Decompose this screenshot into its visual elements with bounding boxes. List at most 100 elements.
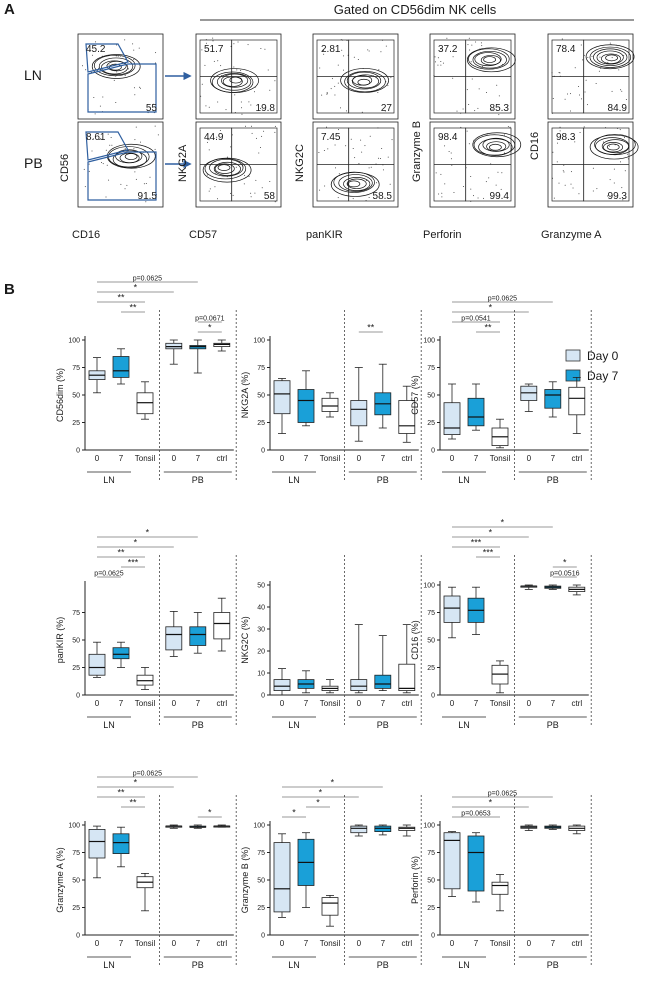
contour-line (472, 50, 507, 69)
event-dot (581, 98, 583, 100)
event-dot (109, 144, 111, 146)
box-iqr (350, 825, 368, 834)
event-dot (564, 98, 566, 100)
x-tick-label: 0 (527, 699, 532, 708)
event-dot (133, 148, 135, 150)
contour-line (93, 54, 136, 77)
event-dot (124, 188, 126, 190)
x-tick-label: 7 (381, 454, 386, 463)
box-0 (165, 824, 183, 829)
event-dot (98, 67, 100, 69)
event-dot (440, 173, 442, 175)
quadrant-value-upper: 8.61 (86, 132, 106, 143)
box-7 (467, 586, 485, 635)
event-dot (452, 77, 454, 79)
event-dot (501, 64, 503, 66)
event-dot (625, 98, 627, 100)
significance-label: * (292, 808, 296, 818)
y-axis-label: CD16 (%) (410, 620, 420, 660)
quadrant-value-lower: 84.9 (608, 103, 628, 114)
event-dot (552, 151, 554, 153)
contour-line (472, 132, 522, 158)
group-label-pb: PB (192, 475, 204, 485)
event-dot (274, 201, 276, 203)
box-7 (544, 824, 562, 830)
event-dot (226, 156, 228, 158)
y-tick-label: 0 (431, 693, 435, 700)
event-dot (319, 67, 321, 69)
event-dot (334, 85, 336, 87)
y-tick-label: 0 (431, 448, 435, 455)
box-iqr (443, 595, 461, 623)
y-tick-label: 50 (72, 638, 80, 645)
event-dot (572, 187, 574, 189)
event-dot (467, 44, 469, 46)
y-axis-label: Granzyme A (%) (55, 847, 65, 913)
box-ctrl (398, 624, 416, 694)
y-tick-label: 100 (423, 338, 435, 345)
x-tick-label: 7 (474, 939, 479, 948)
event-dot (453, 192, 455, 194)
event-dot (134, 171, 136, 173)
event-dot (613, 182, 615, 184)
box-iqr (112, 647, 130, 660)
event-dot (326, 126, 328, 128)
event-dot (451, 164, 453, 166)
event-dot (326, 92, 328, 94)
event-dot (250, 196, 252, 198)
event-dot (241, 113, 243, 115)
event-dot (579, 94, 581, 96)
event-dot (225, 109, 227, 111)
box-tonsil (491, 660, 509, 694)
event-dot (324, 185, 326, 187)
x-tick-label: ctrl (401, 939, 412, 948)
contour-line (351, 74, 380, 89)
event-dot (335, 167, 337, 169)
event-dot (220, 65, 222, 67)
significance-label: * (319, 788, 323, 798)
x-tick-label: ctrl (401, 454, 412, 463)
quadrant-value-lower: 91.5 (138, 191, 158, 202)
x-tick-label: Tonsil (490, 699, 511, 708)
event-dot (92, 138, 94, 140)
event-dot (585, 79, 587, 81)
box-ctrl (568, 824, 586, 835)
event-dot (498, 114, 500, 116)
box-iqr (443, 402, 461, 436)
event-dot (558, 71, 560, 73)
x-tick-label: 0 (172, 699, 177, 708)
x-tick-label: ctrl (216, 699, 227, 708)
event-dot (381, 148, 383, 150)
event-dot (323, 53, 325, 55)
event-dot (145, 183, 147, 185)
y-tick-label: 75 (72, 365, 80, 372)
box-7 (374, 635, 392, 691)
x-tick-label: 0 (527, 454, 532, 463)
event-dot (90, 71, 92, 73)
event-dot (222, 135, 224, 137)
event-dot (133, 59, 135, 61)
event-dot (477, 54, 479, 56)
event-dot (574, 141, 576, 143)
event-dot (217, 198, 219, 200)
contour-line (478, 138, 513, 156)
event-dot (237, 91, 239, 93)
event-dot (126, 184, 128, 186)
event-dot (116, 71, 118, 73)
quadrant-value-upper: 98.4 (438, 132, 458, 143)
x-tick-label: 0 (450, 699, 455, 708)
event-dot (475, 41, 477, 43)
box-0 (350, 824, 368, 837)
event-dot (115, 55, 117, 57)
event-dot (208, 106, 210, 108)
event-dot (384, 110, 386, 112)
event-dot (477, 197, 479, 199)
box-iqr (189, 626, 207, 646)
event-dot (602, 141, 604, 143)
event-dot (466, 89, 468, 91)
event-dot (621, 90, 623, 92)
event-dot (496, 84, 498, 86)
